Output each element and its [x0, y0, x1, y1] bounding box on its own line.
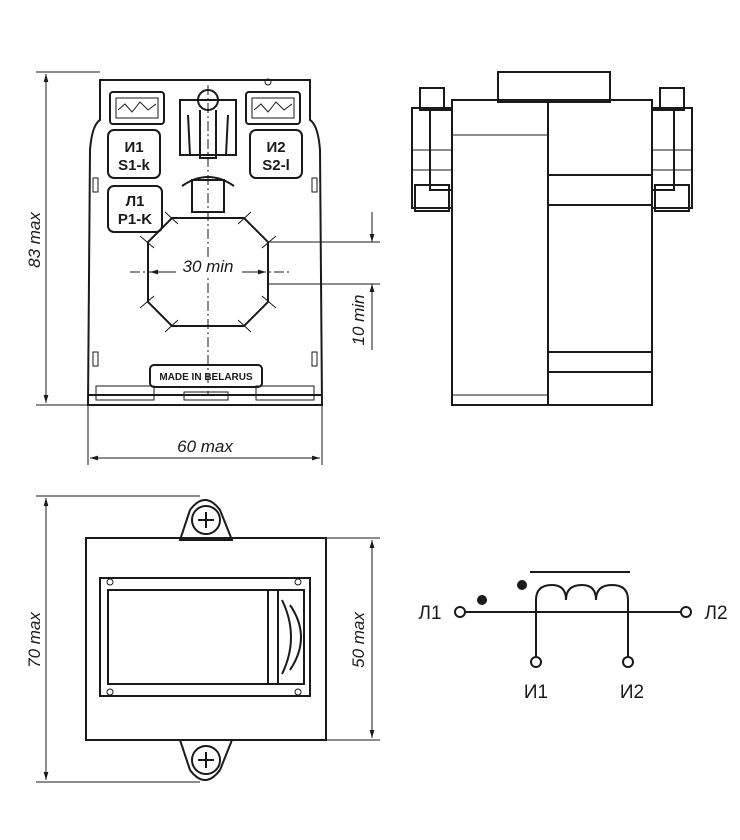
dim-depth-top: 50 max: [349, 612, 368, 668]
schematic-i1: И1: [524, 682, 548, 703]
dim-height-front: 83 max: [25, 212, 44, 268]
label-right-bottom: S2-l: [262, 157, 290, 174]
dim-window-offset: 10 min: [349, 294, 368, 345]
side-view: [411, 71, 693, 406]
label-left-bottom: S1-k: [118, 157, 150, 174]
label-left-top: И1: [124, 139, 143, 156]
dim-width-front: 60 max: [177, 437, 233, 456]
schematic-l1: Л1: [418, 603, 441, 624]
label-primary-top: Л1: [126, 193, 145, 210]
dim-height-top: 70 max: [25, 612, 44, 668]
label-right-top: И2: [266, 139, 285, 156]
top-view: 70 max 50 max: [25, 495, 380, 783]
label-primary-bottom: P1-K: [118, 211, 152, 228]
schematic-i2: И2: [620, 682, 644, 703]
schematic: Л1 Л2 И1 И2: [418, 571, 728, 703]
nameplate-text: MADE IN BELARUS: [159, 372, 253, 383]
front-view: MADE IN BELARUS И1 S1-k И2 S2-l Л1 P1-K …: [25, 71, 380, 465]
schematic-l2: Л2: [704, 603, 727, 624]
dim-window-width: 30 min: [182, 257, 233, 276]
